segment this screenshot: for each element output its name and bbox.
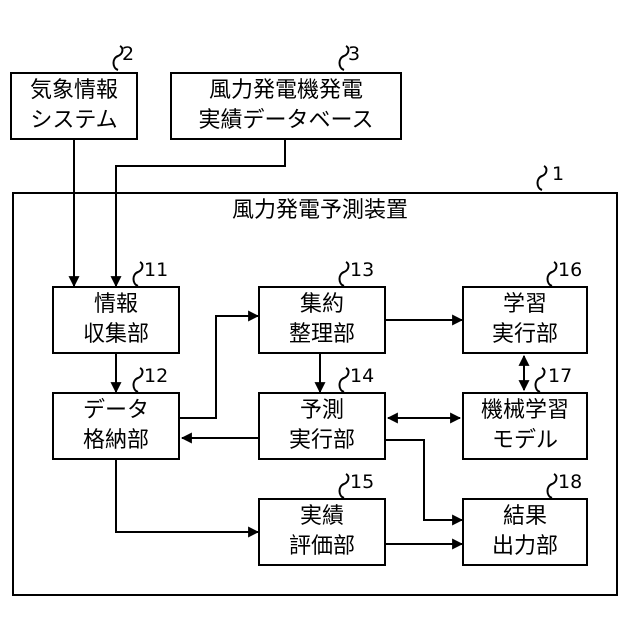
ref-label-18: 18 [558, 472, 582, 492]
info-collection-label-line1: 情報 [94, 290, 138, 320]
ref-label-12: 12 [144, 366, 168, 386]
result-output-block: 結果 出力部 [462, 498, 588, 566]
performance-database-box: 風力発電機発電 実績データベース [170, 72, 402, 140]
prediction-label-line2: 実行部 [289, 426, 355, 456]
learning-label-line1: 学習 [503, 290, 547, 320]
ref-label-17: 17 [548, 366, 572, 386]
ref-label-11: 11 [144, 260, 168, 280]
ref-label-13: 13 [350, 260, 374, 280]
weather-system-label-line2: システム [30, 106, 117, 136]
machine-learning-model-block: 機械学習 モデル [462, 392, 588, 460]
info-collection-label-line2: 収集部 [83, 320, 149, 350]
result-output-label-line2: 出力部 [492, 532, 558, 562]
performance-db-label-line2: 実績データベース [199, 106, 374, 136]
performance-db-label-line1: 風力発電機発電 [209, 76, 363, 106]
ref-label-16: 16 [558, 260, 582, 280]
ref-label-3: 3 [348, 44, 360, 64]
prediction-label-line1: 予測 [300, 396, 344, 426]
weather-information-system-box: 気象情報 システム [10, 72, 138, 140]
result-output-label-line1: 結果 [503, 502, 547, 532]
ml-model-label-line2: モデル [492, 426, 558, 456]
ref-label-2: 2 [122, 44, 134, 64]
learning-execution-block: 学習 実行部 [462, 286, 588, 354]
aggregation-label-line2: 整理部 [289, 320, 355, 350]
learning-label-line2: 実行部 [492, 320, 558, 350]
prediction-execution-block: 予測 実行部 [258, 392, 386, 460]
ref-label-1: 1 [552, 164, 564, 184]
data-storage-block: データ 格納部 [52, 392, 180, 460]
ref-label-15: 15 [350, 472, 374, 492]
device-title: 風力発電予測装置 [200, 196, 440, 226]
evaluation-label-line1: 実績 [300, 502, 344, 532]
ref-label-14: 14 [350, 366, 374, 386]
data-storage-label-line2: 格納部 [83, 426, 149, 456]
aggregation-label-line1: 集約 [300, 290, 344, 320]
leader-mark-1 [538, 166, 547, 190]
evaluation-label-line2: 評価部 [289, 532, 355, 562]
performance-evaluation-block: 実績 評価部 [258, 498, 386, 566]
info-collection-block: 情報 収集部 [52, 286, 180, 354]
ml-model-label-line1: 機械学習 [481, 396, 569, 426]
weather-system-label-line1: 気象情報 [30, 76, 118, 106]
data-storage-label-line1: データ [83, 396, 149, 426]
aggregation-block: 集約 整理部 [258, 286, 386, 354]
